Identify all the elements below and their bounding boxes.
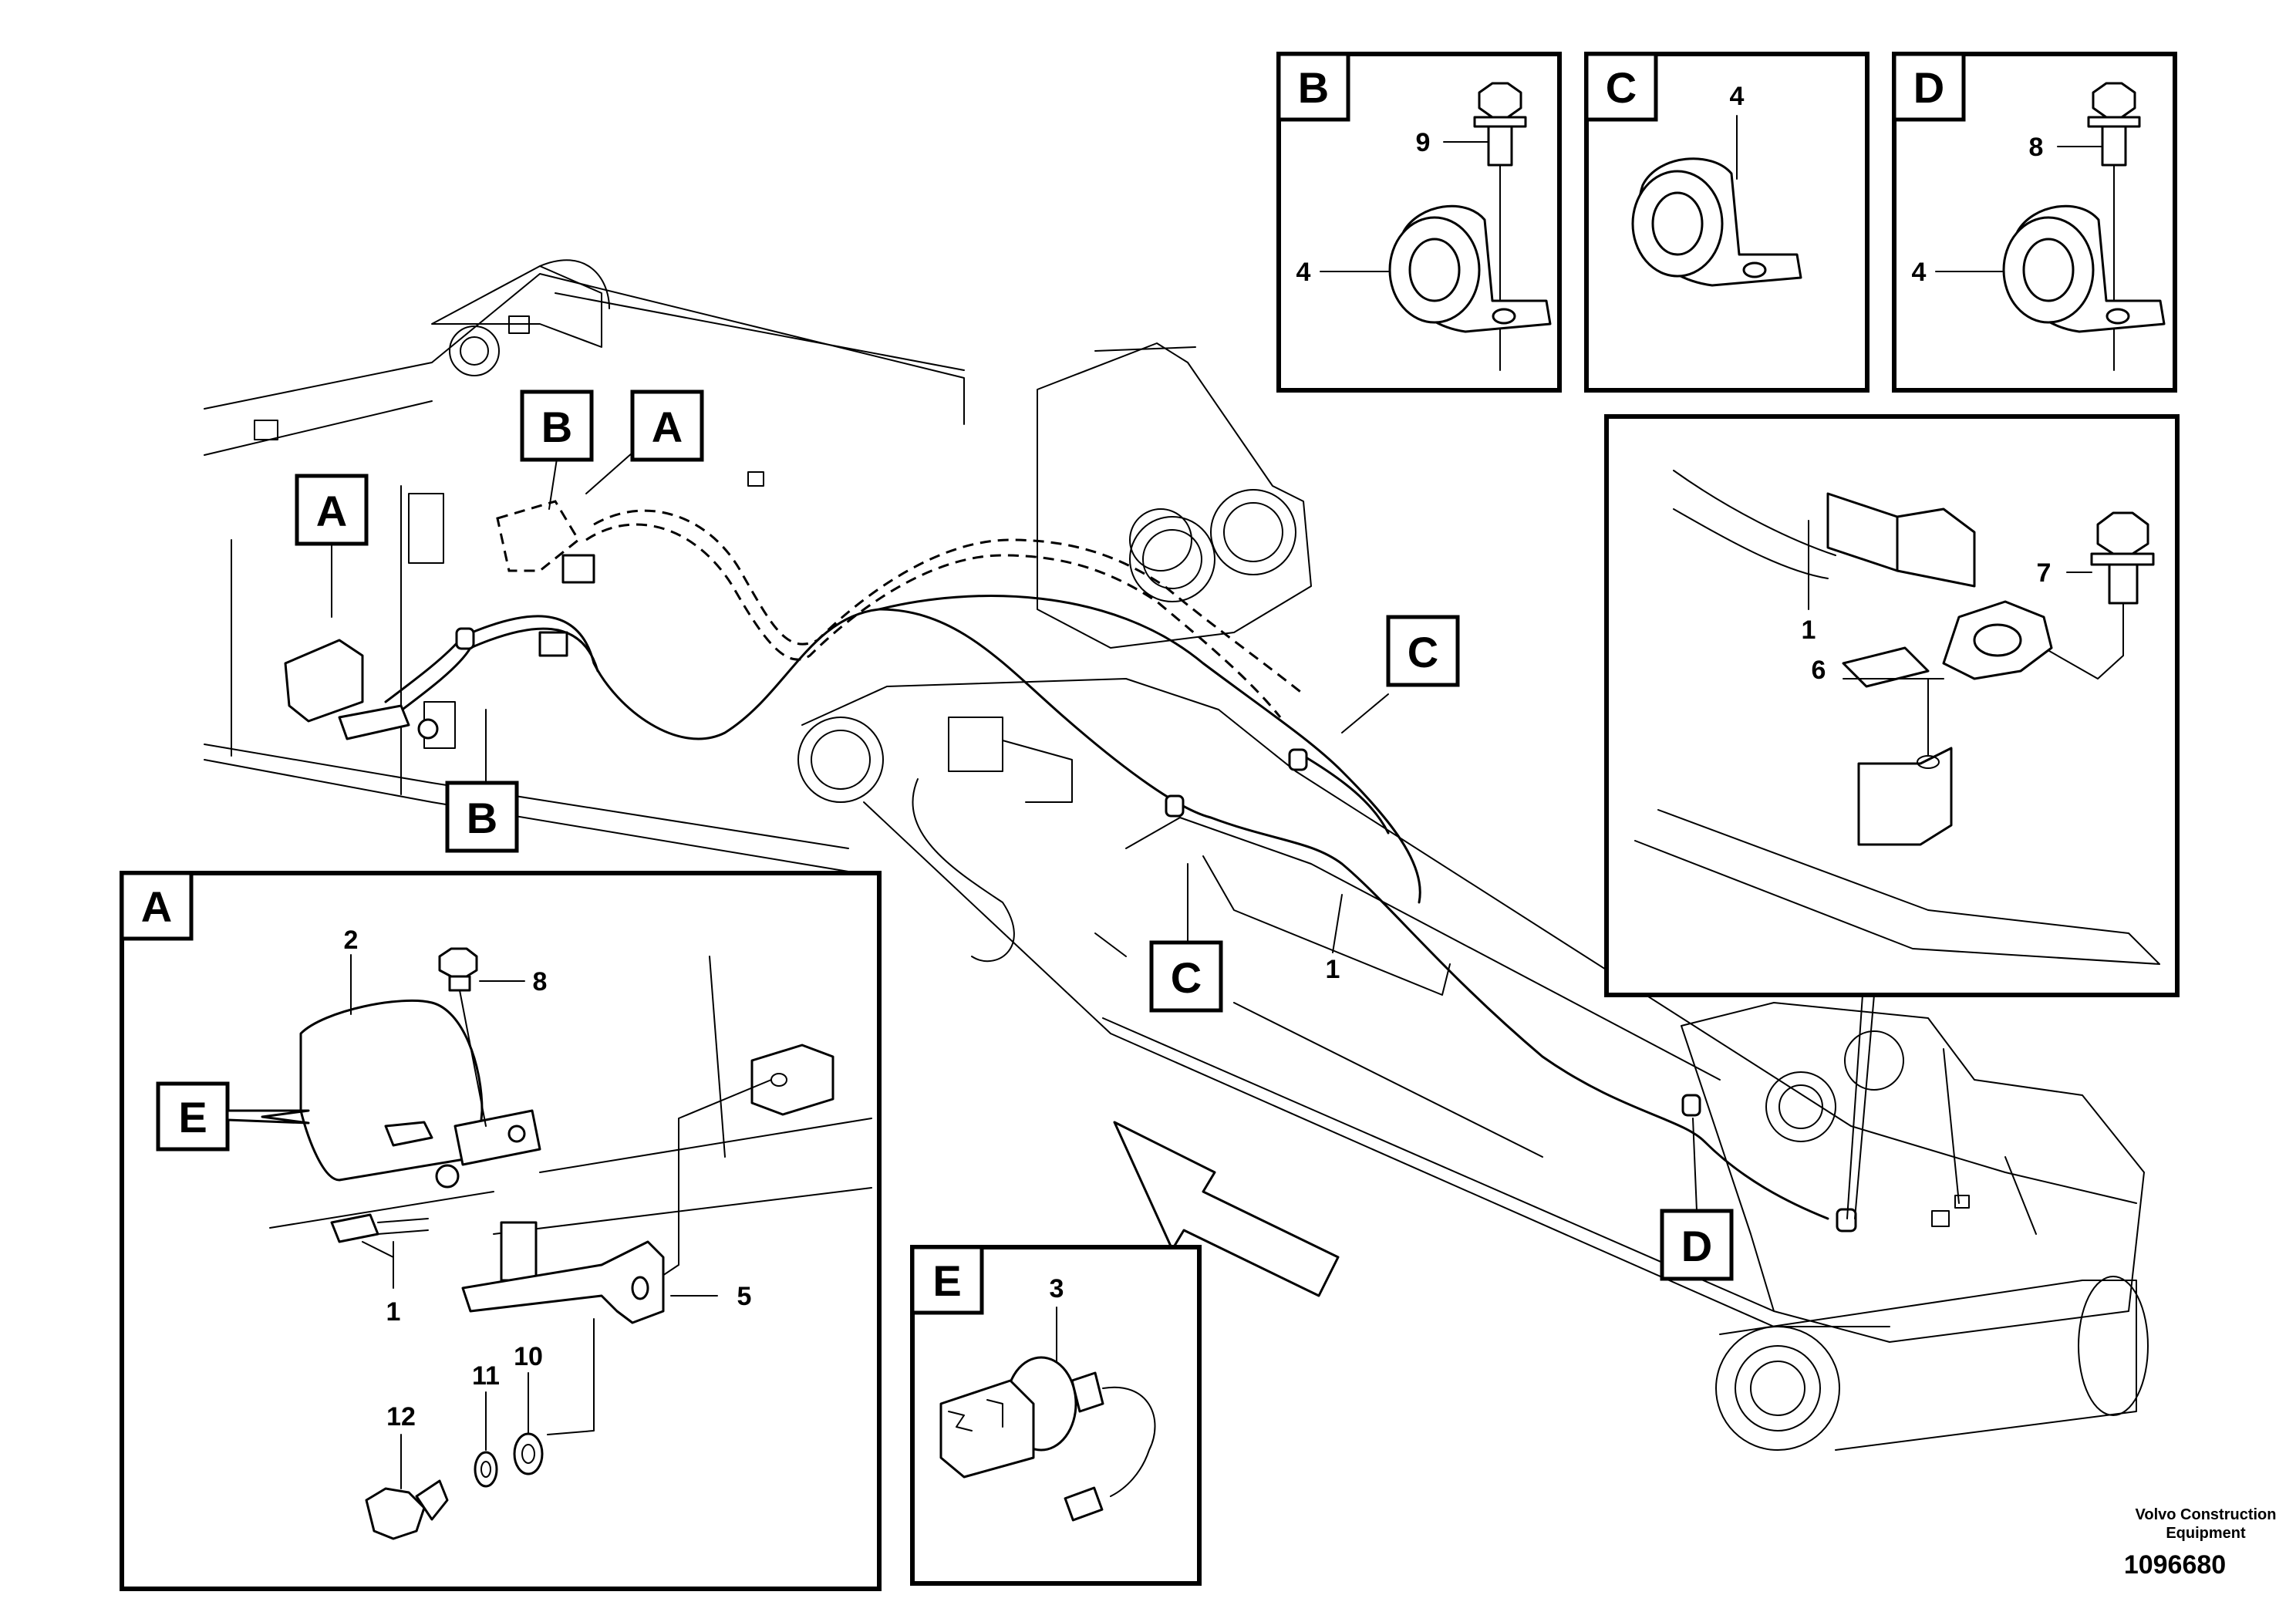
label-A-mid: A [630,389,704,462]
part-number-3: 3 [1050,1274,1064,1303]
label-C-lower-text: C [1171,953,1202,1002]
part-number-4-detail-C: 4 [1730,82,1745,111]
publisher-caption: Volvo Construction Equipment 1096680 [2124,1506,2277,1580]
part-number-1-detail-A: 1 [386,1297,401,1327]
label-D-lower: D [1660,1209,1734,1281]
part-number-1-main: 1 [1326,955,1340,984]
bracket-icon [461,1221,665,1324]
label-C-right-text: C [1408,628,1438,676]
detail-panel-A: A 8 2 5 [120,871,882,1591]
washer-icon [474,1451,498,1488]
part-number-5: 5 [737,1282,752,1311]
connector-bracket-icon [1842,600,2053,688]
company-name-line1: Volvo Construction [2136,1506,2277,1523]
label-A-mid-text: A [652,403,683,451]
mounting-block-icon [1857,678,1953,846]
detail-panel-B: B 9 4 [1276,52,1562,393]
wiring-plug-icon [330,1213,429,1243]
company-name-line2: Equipment [2166,1525,2246,1542]
detail-A-title: A [141,882,172,931]
p-clamp-icon [2002,204,2166,333]
label-C-right: C [1386,615,1460,687]
p-clamp-icon [1631,157,1802,287]
part-number-1-connector: 1 [1802,615,1816,645]
work-lamp-icon [299,999,541,1189]
mounting-block-icon [750,1044,834,1116]
part-number-12: 12 [386,1402,416,1431]
detail-panel-connector: 1 7 6 [1604,414,2180,997]
label-C-lower: C [1149,940,1223,1013]
label-B-lower-text: B [467,794,497,842]
part-number-4-detail-B: 4 [1296,258,1311,287]
part-number-2: 2 [344,926,359,955]
label-E-detail-A: E [178,1093,207,1141]
part-number-6: 6 [1812,656,1826,685]
dashed-hose-outline [496,500,1304,718]
label-B-upper-text: B [541,403,572,451]
label-B-lower: B [445,781,519,853]
boom-work-lamp [284,554,595,740]
detail-D-title: D [1913,63,1944,112]
detail-panel-E: E 3 [910,1245,1202,1586]
part-number-7: 7 [2037,558,2052,588]
label-A-upper: A [295,474,369,546]
wiring-harness [384,595,1857,1233]
part-number-8-detail-D: 8 [2029,133,2044,162]
detail-C-title: C [1606,63,1637,112]
bolt-icon [1473,82,1527,167]
part-number-10: 10 [514,1342,543,1371]
part-number-11: 11 [472,1361,500,1391]
detail-panel-D: D 8 4 [1892,52,2177,393]
detail-B-title: B [1298,63,1329,112]
boom-illustration [204,259,2149,1451]
hex-bolt-icon [365,1479,449,1540]
bolt-icon [2090,511,2155,605]
label-A-upper-text: A [316,487,347,535]
detail-panel-C: C 4 [1584,52,1870,393]
document-number: 1096680 [2124,1550,2226,1580]
connector-icon [1826,492,1976,588]
part-number-8-detail-A: 8 [533,967,548,996]
detail-E-title: E [932,1256,961,1305]
p-clamp-icon [1388,204,1552,333]
lamp-bulb-icon [939,1356,1156,1522]
part-number-9: 9 [1416,128,1431,157]
washer-icon [513,1432,544,1475]
label-B-upper: B [520,389,594,462]
part-number-4-detail-D: 4 [1912,258,1927,287]
main-leader-lines [331,452,1875,1219]
label-D-lower-text: D [1681,1222,1712,1270]
